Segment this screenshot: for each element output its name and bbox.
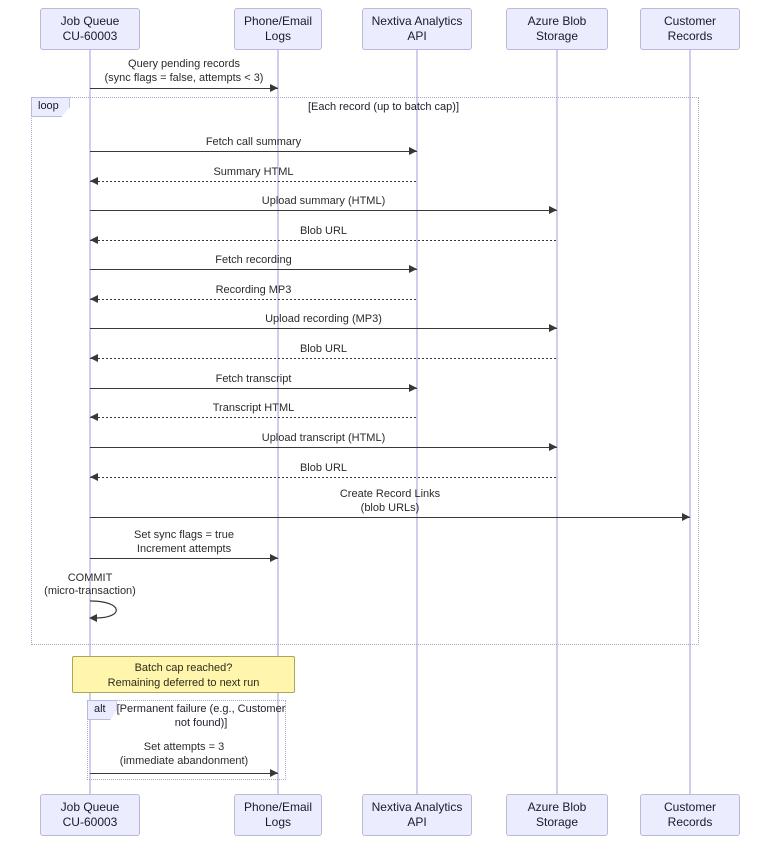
message-label-set-sync-flags: Set sync flags = true Increment attempts: [134, 529, 234, 555]
participant-phone-email-logs-bottom: Phone/Email Logs: [234, 794, 322, 836]
message-arrow-upload-transcript: [90, 443, 557, 451]
message-label-summary-html: Summary HTML: [213, 166, 294, 178]
message-label-upload-recording: Upload recording (MP3): [265, 313, 382, 325]
participant-nextiva-analytics-api-top: Nextiva Analytics API: [362, 8, 472, 50]
message-arrow-upload-recording: [90, 324, 557, 332]
message-arrow-recording-mp3: [90, 295, 417, 303]
message-label-create-record-links: Create Record Links (blob URLs): [339, 488, 441, 514]
message-arrow-blob-url-3: [90, 473, 557, 481]
message-arrow-blob-url-1: [90, 236, 557, 244]
message-label-upload-transcript: Upload transcript (HTML): [261, 432, 386, 444]
loop-fragment-box: [31, 97, 699, 645]
lifeline-job-queue: [89, 50, 91, 794]
alt-fragment-label: alt: [87, 700, 117, 720]
message-arrow-query-pending-records: [90, 84, 278, 92]
alt-fragment-box: [87, 700, 286, 780]
message-arrow-create-record-links: [90, 513, 690, 521]
message-label-fetch-call-summary: Fetch call summary: [205, 136, 302, 148]
message-label-blob-url-1: Blob URL: [299, 225, 348, 237]
message-arrow-transcript-html: [90, 413, 417, 421]
message-arrow-blob-url-2: [90, 354, 557, 362]
loop-fragment-condition: [Each record (up to batch cap)]: [307, 101, 460, 113]
participant-customer-records-top: Customer Records: [640, 8, 740, 50]
message-arrow-summary-html: [90, 177, 417, 185]
participant-customer-records-bottom: Customer Records: [640, 794, 740, 836]
lifeline-nextiva-analytics-api: [416, 50, 418, 794]
message-label-set-attempts: Set attempts = 3 (immediate abandonment): [119, 741, 249, 767]
lifeline-customer-records: [689, 50, 691, 794]
message-label-recording-mp3: Recording MP3: [215, 284, 292, 296]
participant-job-queue-bottom: Job Queue CU-60003: [40, 794, 140, 836]
participant-azure-blob-storage-bottom: Azure Blob Storage: [506, 794, 608, 836]
message-label-upload-summary: Upload summary (HTML): [261, 195, 386, 207]
lifeline-azure-blob-storage: [556, 50, 558, 794]
message-arrow-upload-summary: [90, 206, 557, 214]
self-message-arrow-commit: [89, 600, 117, 622]
message-arrow-set-sync-flags: [90, 554, 278, 562]
message-label-fetch-transcript: Fetch transcript: [215, 373, 292, 385]
message-arrow-set-attempts: [90, 769, 278, 777]
loop-fragment-label: loop: [31, 97, 70, 117]
participant-phone-email-logs-top: Phone/Email Logs: [234, 8, 322, 50]
participant-job-queue-top: Job Queue CU-60003: [40, 8, 140, 50]
message-arrow-fetch-recording: [90, 265, 417, 273]
participant-azure-blob-storage-top: Azure Blob Storage: [506, 8, 608, 50]
message-label-fetch-recording: Fetch recording: [215, 254, 292, 266]
message-label-blob-url-3: Blob URL: [299, 462, 348, 474]
message-arrow-fetch-transcript: [90, 384, 417, 392]
note-batch-cap: Batch cap reached? Remaining deferred to…: [72, 656, 295, 693]
message-label-transcript-html: Transcript HTML: [212, 402, 295, 414]
message-label-query-pending-records: Query pending records (sync flags = fals…: [104, 58, 264, 84]
lifeline-phone-email-logs: [277, 50, 279, 794]
message-label-commit: COMMIT (micro-transaction): [44, 572, 136, 597]
message-label-blob-url-2: Blob URL: [299, 343, 348, 355]
participant-nextiva-analytics-api-bottom: Nextiva Analytics API: [362, 794, 472, 836]
message-arrow-fetch-call-summary: [90, 147, 417, 155]
alt-fragment-condition: [Permanent failure (e.g., Customer not f…: [116, 703, 286, 729]
